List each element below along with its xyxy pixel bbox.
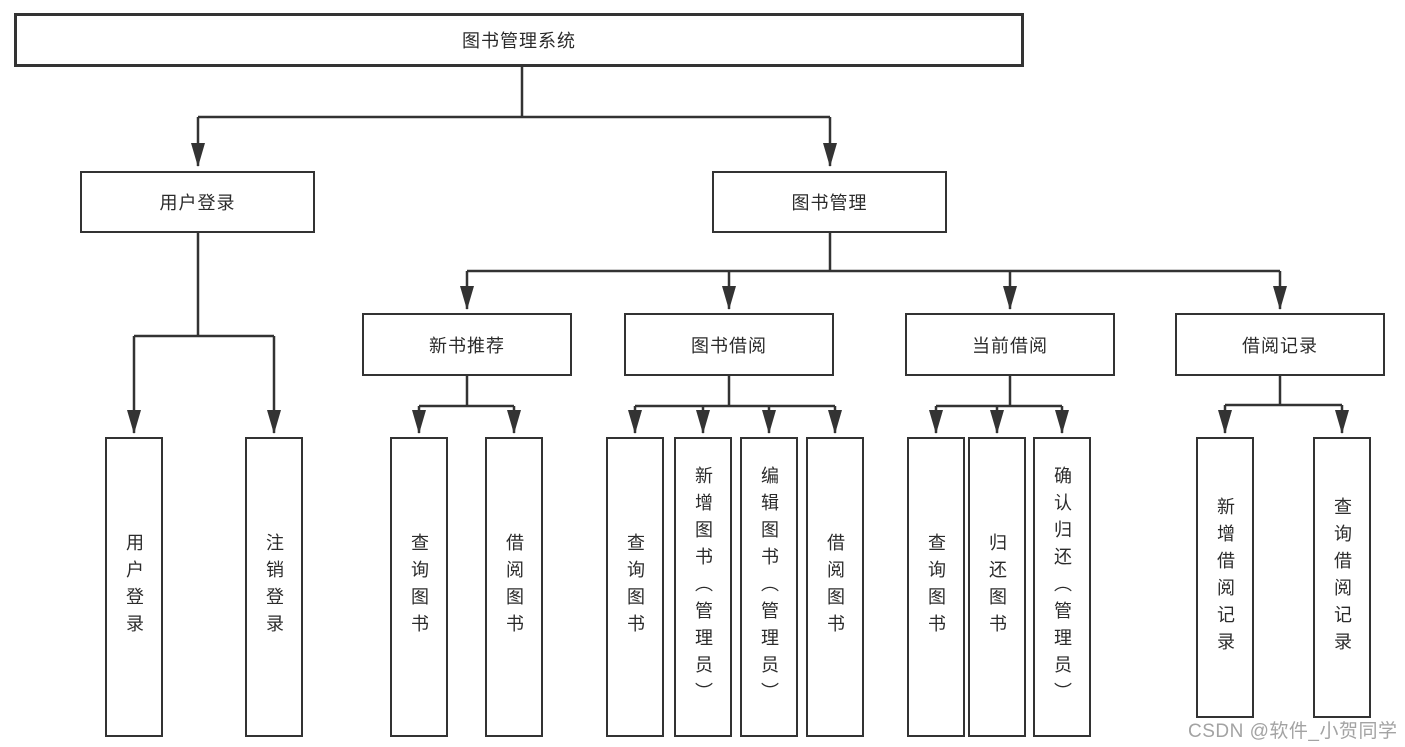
leaf-current-return-books: 归还图书: [968, 437, 1026, 737]
leaf-logout: 注销登录: [245, 437, 303, 737]
watermark: CSDN @软件_小贺同学: [1188, 721, 1398, 742]
node-new-book-recommend: 新书推荐: [362, 313, 572, 376]
leaf-recommend-borrow-books: 借阅图书: [485, 437, 543, 737]
leaf-records-add-record: 新增借阅记录: [1196, 437, 1254, 718]
leaf-borrow-query-books: 查询图书: [606, 437, 664, 737]
leaf-recommend-query-books: 查询图书: [390, 437, 448, 737]
leaf-current-confirm-return-admin: 确认归还（管理员）: [1033, 437, 1091, 737]
node-book-management: 图书管理: [712, 171, 947, 233]
node-root-system: 图书管理系统: [14, 13, 1024, 67]
leaf-current-query-books: 查询图书: [907, 437, 965, 737]
leaf-borrow-borrow-books: 借阅图书: [806, 437, 864, 737]
node-user-login: 用户登录: [80, 171, 315, 233]
leaf-records-query-record: 查询借阅记录: [1313, 437, 1371, 718]
node-current-borrow: 当前借阅: [905, 313, 1115, 376]
leaf-borrow-edit-books-admin: 编辑图书（管理员）: [740, 437, 798, 737]
node-borrow-records: 借阅记录: [1175, 313, 1385, 376]
leaf-user-login: 用户登录: [105, 437, 163, 737]
node-book-borrow: 图书借阅: [624, 313, 834, 376]
leaf-borrow-add-books-admin: 新增图书（管理员）: [674, 437, 732, 737]
